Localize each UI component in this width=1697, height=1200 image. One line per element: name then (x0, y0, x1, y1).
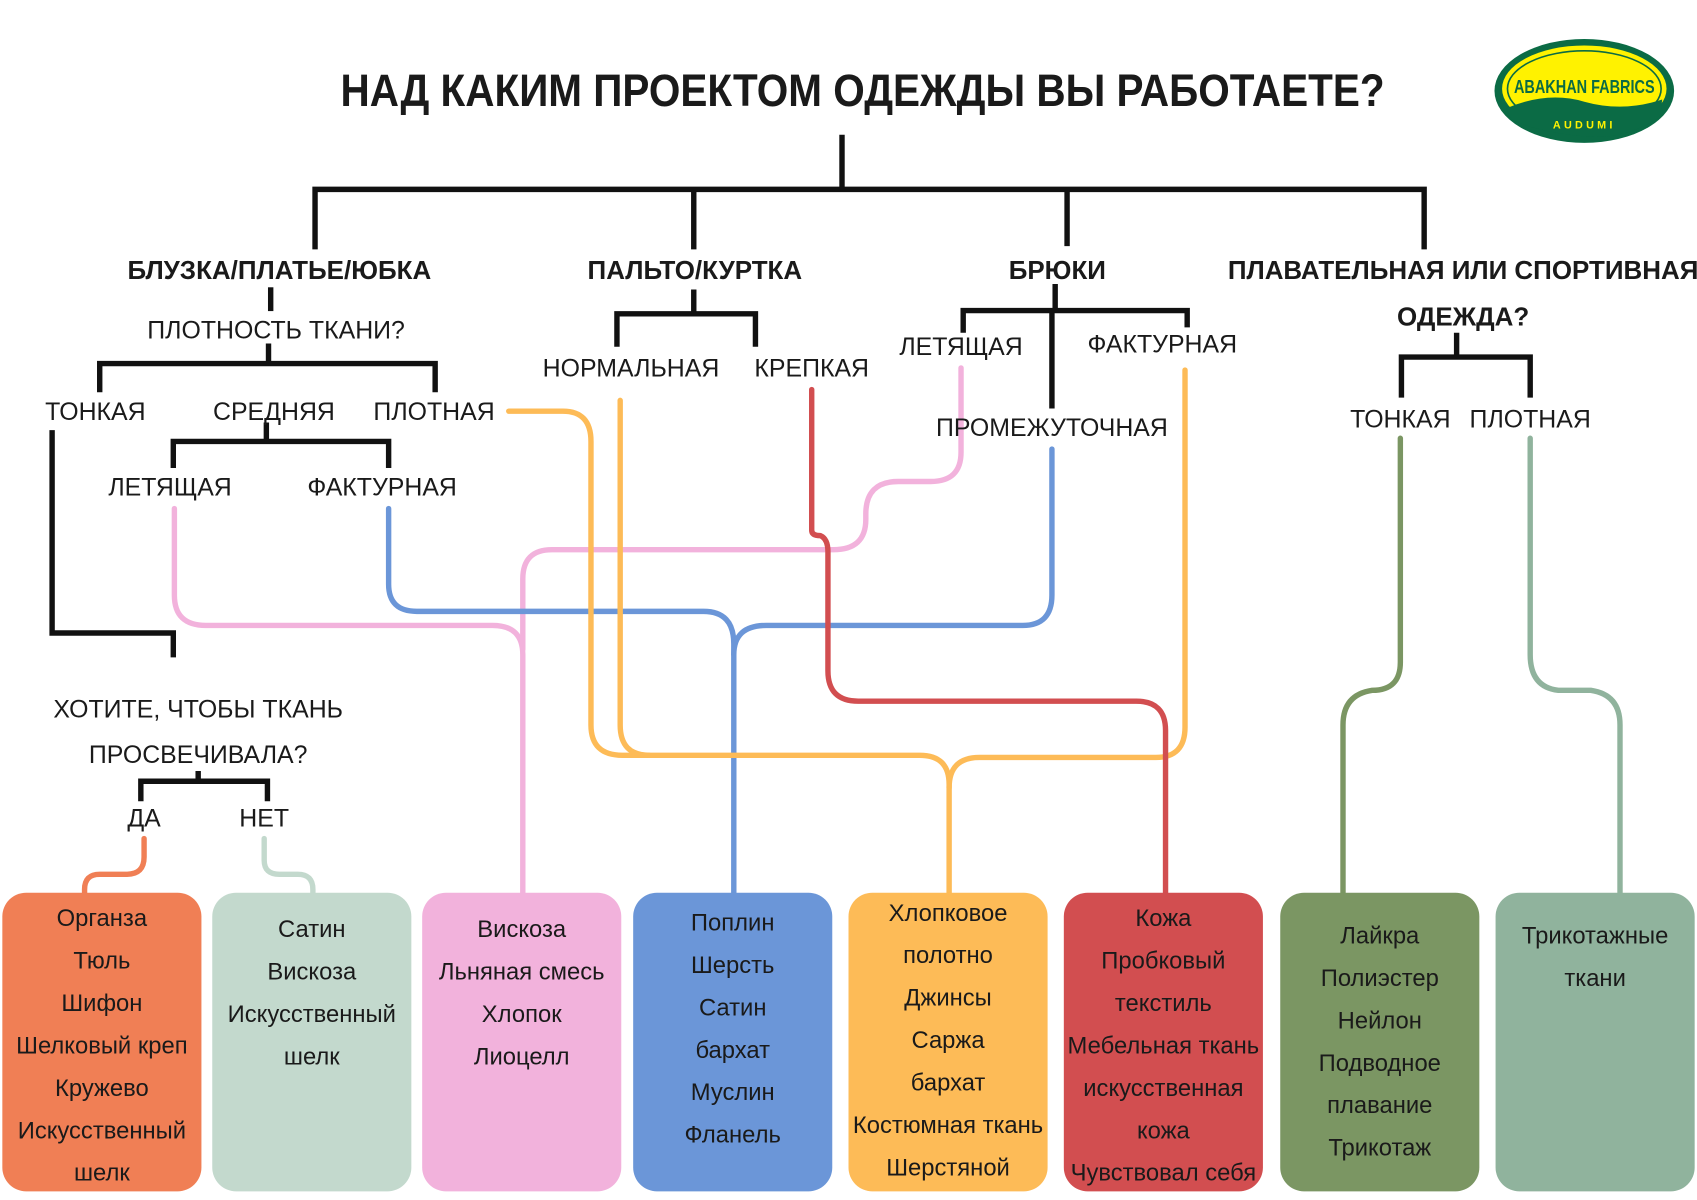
fabric-box-background (212, 892, 412, 1192)
fabric-item: бархат (695, 1037, 770, 1064)
tree-lines (49, 134, 1533, 802)
colored-connectors (81, 365, 1623, 899)
fabric-item: Вискоза (477, 916, 567, 943)
logo-subtext: AUDUMI (1553, 120, 1616, 132)
option-trousers-flowing: ЛЕТЯЩАЯ (899, 333, 1022, 361)
fabric-item: Нейлон (1338, 1007, 1422, 1034)
fabric-item: кожа (1137, 1117, 1191, 1144)
option-trousers-intermediate: ПРОМЕЖУТОЧНАЯ (936, 414, 1168, 442)
fabric-item: Трикотажные (1522, 923, 1668, 950)
fabric-item: Мебельная ткань (1068, 1032, 1260, 1059)
fabric-item: плавание (1327, 1092, 1432, 1119)
fabric-item: Фланель (685, 1122, 781, 1149)
fabric-box-background (1063, 892, 1263, 1192)
fabric-item: Вискоза (267, 958, 357, 985)
fabric-box-background (1495, 892, 1695, 1192)
fabric-item: Сатин (278, 916, 346, 943)
fabric-item: Поплин (691, 910, 775, 937)
option-trousers-textured: ФАКТУРНАЯ (1088, 331, 1238, 359)
option-coat-normal: НОРМАЛЬНАЯ (543, 355, 720, 383)
fabric-item: Органза (57, 905, 148, 932)
option-sport-thin: ТОНКАЯ (1350, 405, 1450, 433)
category-coat-jacket: ПАЛЬТО/КУРТКА (588, 255, 803, 285)
fabric-item: Трикотаж (1328, 1135, 1431, 1162)
fabric-item: Подводное (1319, 1050, 1441, 1077)
category-sportswear-line1: ПЛАВАТЕЛЬНАЯ ИЛИ СПОРТИВНАЯ (1228, 255, 1697, 285)
option-medium: СРЕДНЯЯ (213, 398, 335, 426)
fabric-item: ткани (1564, 965, 1626, 992)
fabric-item: Кожа (1135, 905, 1192, 932)
fabric-box-background (422, 892, 622, 1192)
fabric-box-teal: Трикотажные ткани (1495, 892, 1695, 1192)
fabric-box-background (633, 892, 833, 1192)
fabric-item: Полиэстер (1321, 965, 1439, 992)
option-thin: ТОНКАЯ (45, 398, 145, 426)
fabric-item: текстиль (1115, 990, 1212, 1017)
fabric-item: полотно (903, 942, 993, 969)
fabric-item: бархат (911, 1069, 986, 1096)
fabric-item: Лайкра (1340, 923, 1420, 950)
fabric-item: Сатин (699, 994, 767, 1021)
fabric-box-background (2, 892, 202, 1192)
question-sheer-line1: ХОТИТЕ, ЧТОБЫ ТКАНЬ (53, 695, 343, 723)
fabric-item: Шелковый креп (16, 1032, 187, 1059)
abakhan-logo: ABAKHAN FABRICS AUDUMI (1494, 38, 1675, 143)
fabric-item: Шифон (61, 990, 142, 1017)
page-title: НАД КАКИМ ПРОЕКТОМ ОДЕЖДЫ ВЫ РАБОТАЕТЕ? (340, 65, 1384, 116)
fabric-item: Хлопковое (889, 900, 1008, 927)
option-flowing: ЛЕТЯЩАЯ (108, 474, 231, 502)
fabric-item: шелк (284, 1043, 340, 1070)
option-coat-strong: КРЕПКАЯ (754, 355, 869, 383)
logo-text: ABAKHAN FABRICS (1514, 76, 1655, 97)
question-sheer-line2: ПРОСВЕЧИВАЛА? (89, 741, 308, 769)
fabric-item: шелк (74, 1160, 130, 1187)
fabric-item: Хлопок (482, 1001, 562, 1028)
fabric-item: Лиоцелл (474, 1043, 570, 1070)
fabric-item: искусственная (1083, 1075, 1243, 1102)
fabric-box-background (1280, 892, 1480, 1192)
fabric-item: Кружево (55, 1075, 149, 1102)
fabric-item: Муслин (691, 1079, 775, 1106)
option-sport-dense: ПЛОТНАЯ (1470, 405, 1591, 433)
fabric-item: Шерстяной (886, 1154, 1010, 1181)
fabric-item: Искусственный (18, 1117, 186, 1144)
fabric-item: Пробковый (1101, 948, 1225, 975)
option-yes: ДА (127, 805, 161, 833)
category-sportswear-line2: ОДЕЖДА? (1397, 302, 1529, 332)
question-fabric-density: ПЛОТНОСТЬ ТКАНИ? (147, 317, 405, 345)
option-dense: ПЛОТНАЯ (373, 398, 494, 426)
fabric-item: Шерсть (691, 952, 774, 979)
fabric-item: Тюль (73, 948, 130, 975)
category-trousers: БРЮКИ (1009, 255, 1106, 285)
fabric-item: Льняная смесь (439, 958, 605, 985)
option-textured: ФАКТУРНАЯ (307, 474, 457, 502)
category-blouse-dress-skirt: БЛУЗКА/ПЛАТЬЕ/ЮБКА (127, 255, 431, 285)
fabric-item: Джинсы (904, 985, 991, 1012)
fabric-item: Саржа (912, 1027, 986, 1054)
fabric-item: Костюмная ткань (853, 1112, 1043, 1139)
fabric-box-background (848, 892, 1048, 1192)
fabric-item: Чувствовал себя (1071, 1160, 1257, 1187)
option-no: НЕТ (239, 805, 289, 833)
fabric-item: Искусственный (228, 1001, 396, 1028)
